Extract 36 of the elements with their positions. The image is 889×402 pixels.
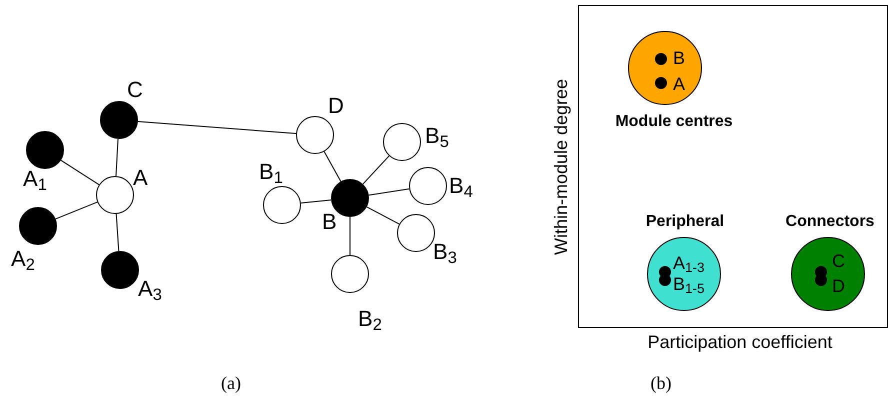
edge-line [116,213,120,252]
panel-caption: (a) [221,374,241,392]
edge-line [300,199,332,204]
node-label: A$_{1}$ [23,168,47,190]
node-label: B$_{3}$ [433,241,457,263]
cluster-heading: Connectors [786,214,874,230]
node-label: B [673,49,686,67]
node-label: D [832,277,845,295]
node-label: A [673,75,686,93]
cluster-heading: Module centres [615,114,733,130]
axis-label: Within-module degree [552,78,570,256]
edge-line [137,120,297,134]
edge-line [366,206,400,225]
node-label: C [832,252,845,270]
edge-line [368,188,410,196]
panel-caption: (b) [650,374,672,392]
edge-line [116,138,118,177]
node-label: B$_{4}$ [449,175,473,197]
edge-line [324,151,342,182]
node-label: B$_{1}$ [259,161,283,183]
node-label: A$_{3}$ [138,278,162,300]
node-label: A$_{2}$ [11,248,35,270]
node-label: B [322,211,337,233]
node-label: B$_{1-5}$ [673,275,705,293]
node-label: A [133,167,148,189]
node-label: B$_{5}$ [425,125,449,147]
edge-line [55,202,98,220]
plot-frame [578,5,888,328]
node-label: B$_{2}$ [358,308,382,330]
node-label: C [127,79,143,101]
axis-label: Participation coefficient [648,333,832,351]
edge-line [362,155,390,185]
edge-line [60,160,100,186]
node-label: D [328,95,344,117]
node-label: A$_{1-3}$ [673,254,705,272]
cluster-heading: Peripheral [646,214,724,230]
